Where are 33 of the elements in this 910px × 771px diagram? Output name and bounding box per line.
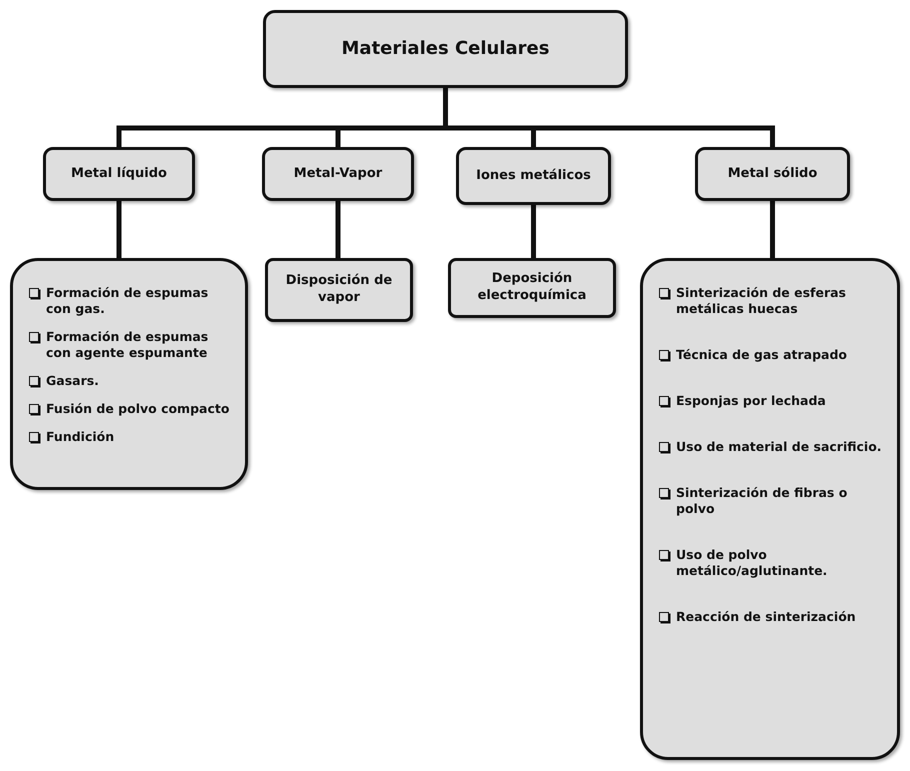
list-item: Técnica de gas atrapado — [676, 347, 848, 363]
connector-line — [336, 201, 340, 258]
list-item: Esponjas por lechada — [676, 393, 826, 409]
list-item: Uso de material de sacrificio. — [676, 439, 882, 455]
connector-line — [531, 205, 536, 258]
node-label: Materiales Celulares — [340, 37, 550, 61]
node-label: Metal sólido — [726, 166, 818, 182]
category-box — [262, 147, 414, 201]
list-item: Reacción de sinterización — [676, 609, 856, 625]
node-label: Metal líquido — [70, 166, 168, 182]
list-item: Fusión de polvo compacto — [46, 401, 230, 417]
category-box — [265, 258, 413, 322]
list-item: Formación de espumas con gas. — [46, 285, 210, 317]
list-panel — [640, 258, 900, 760]
list-item: Sinterización de fibras o polvo — [676, 485, 848, 517]
category-box — [695, 147, 850, 201]
list-item: Uso de polvo metálico/aglutinante. — [676, 547, 828, 579]
list-item: Formación de espumas con agente espumante — [46, 329, 210, 361]
connector-line — [116, 201, 122, 258]
node-label: Deposición electroquímica — [476, 271, 588, 305]
category-box — [448, 258, 616, 318]
connector-line — [770, 201, 775, 258]
category-box — [456, 147, 611, 205]
node-label: Disposición de vapor — [284, 273, 394, 307]
node-label: Metal-Vapor — [292, 166, 384, 182]
list-item: Fundición — [46, 429, 114, 445]
node-label: Iones metálicos — [475, 168, 592, 184]
list-panel — [10, 258, 248, 490]
list-item: Gasars. — [46, 373, 99, 389]
category-box — [43, 147, 195, 201]
title-box — [263, 10, 628, 88]
connector-line — [116, 86, 775, 150]
list-item: Sinterización de esferas metálicas huecas — [676, 285, 847, 317]
